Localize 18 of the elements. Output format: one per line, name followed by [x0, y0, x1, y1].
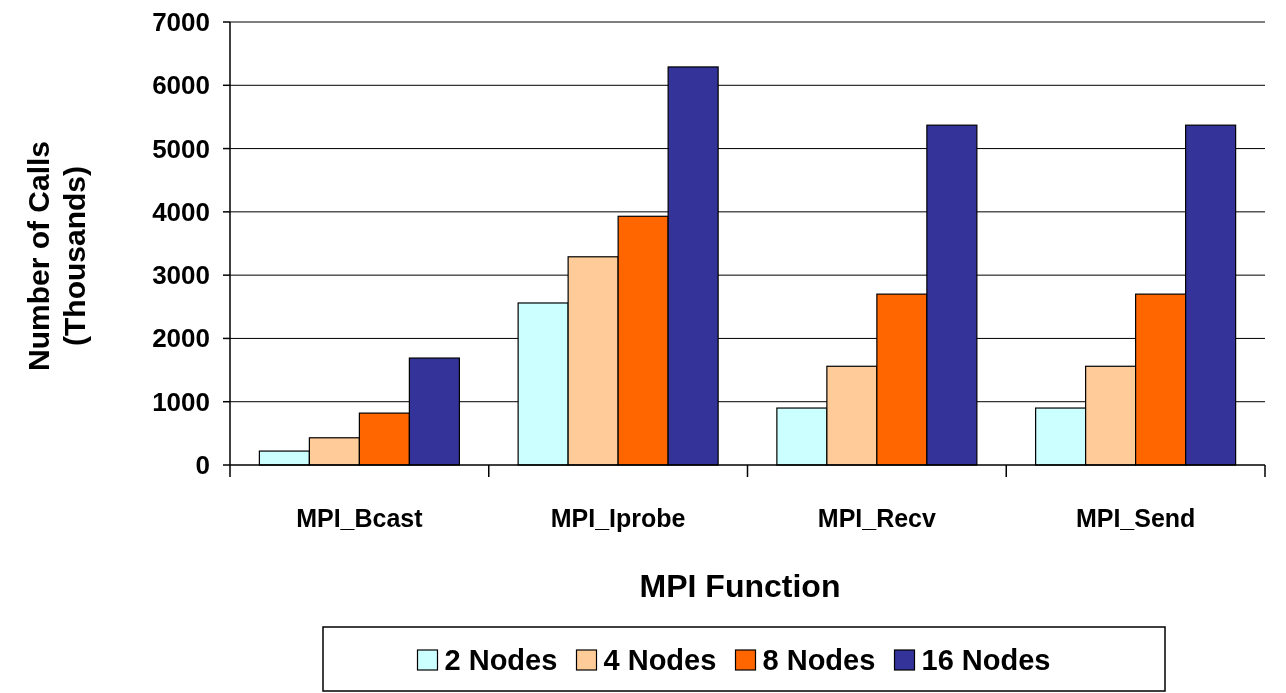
axis-title: Number of Calls (Thousands): [21, 140, 92, 374]
legend-label: 16 Nodes: [921, 644, 1051, 676]
axis-title: MPI Function: [639, 568, 841, 604]
tick-label: 0: [195, 450, 210, 480]
tick-label: 5000: [152, 133, 210, 164]
tick-label: 1000: [152, 386, 210, 417]
tick-label: 3000: [152, 260, 210, 291]
category-label: MPI_Bcast: [296, 504, 423, 532]
category-label: MPI_Iprobe: [550, 504, 686, 532]
legend-label: 2 Nodes: [444, 644, 558, 676]
tick-label: 6000: [152, 70, 210, 101]
category-label: MPI_Send: [1075, 504, 1196, 532]
category-label: MPI_Recv: [817, 504, 936, 532]
tick-label: 7000: [152, 7, 210, 37]
legend-label: 4 Nodes: [603, 644, 717, 676]
legend-label: 8 Nodes: [762, 644, 876, 676]
tick-label: 2000: [152, 323, 210, 354]
tick-label: 4000: [152, 196, 210, 227]
